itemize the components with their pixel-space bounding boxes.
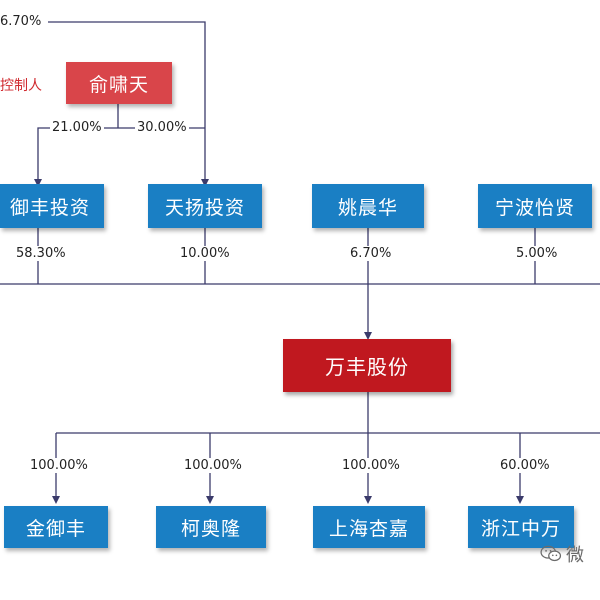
- controller-pct-left: 21.00%: [50, 120, 104, 135]
- subsidiary-node: 上海杏嘉: [313, 506, 425, 548]
- shareholder-node: 宁波怡贤: [478, 184, 592, 228]
- subsidiary-node: 金御丰: [4, 506, 108, 548]
- company-node: 万丰股份: [283, 339, 451, 392]
- wechat-icon: [540, 545, 562, 562]
- edge-top-to-tianyang: [48, 21, 209, 187]
- subsidiary-pct: 100.00%: [182, 458, 244, 473]
- subsidiary-pct: 100.00%: [340, 458, 402, 473]
- shareholder-pct: 5.00%: [514, 246, 560, 261]
- subsidiary-pct: 100.00%: [28, 458, 90, 473]
- shareholder-pct: 6.70%: [348, 246, 394, 261]
- shareholder-pct: 58.30%: [14, 246, 68, 261]
- watermark-text: 微: [566, 545, 584, 566]
- controller-pct-right: 30.00%: [135, 120, 189, 135]
- subsidiary-node: 柯奥隆: [156, 506, 266, 548]
- shareholder-node: 姚晨华: [312, 184, 424, 228]
- controller-role-label: 控制人: [0, 78, 42, 94]
- subsidiary-node: 浙江中万: [468, 506, 574, 548]
- watermark: 微: [540, 541, 584, 567]
- shareholder-node: 天扬投资: [148, 184, 262, 228]
- shareholder-node: 御丰投资: [0, 184, 104, 228]
- subsidiary-pct: 60.00%: [498, 458, 552, 473]
- edge-controller-left: [34, 127, 118, 187]
- top-percentage-label: 6.70%: [0, 14, 44, 29]
- controller-node: 俞啸天: [66, 62, 172, 104]
- shareholder-pct: 10.00%: [178, 246, 232, 261]
